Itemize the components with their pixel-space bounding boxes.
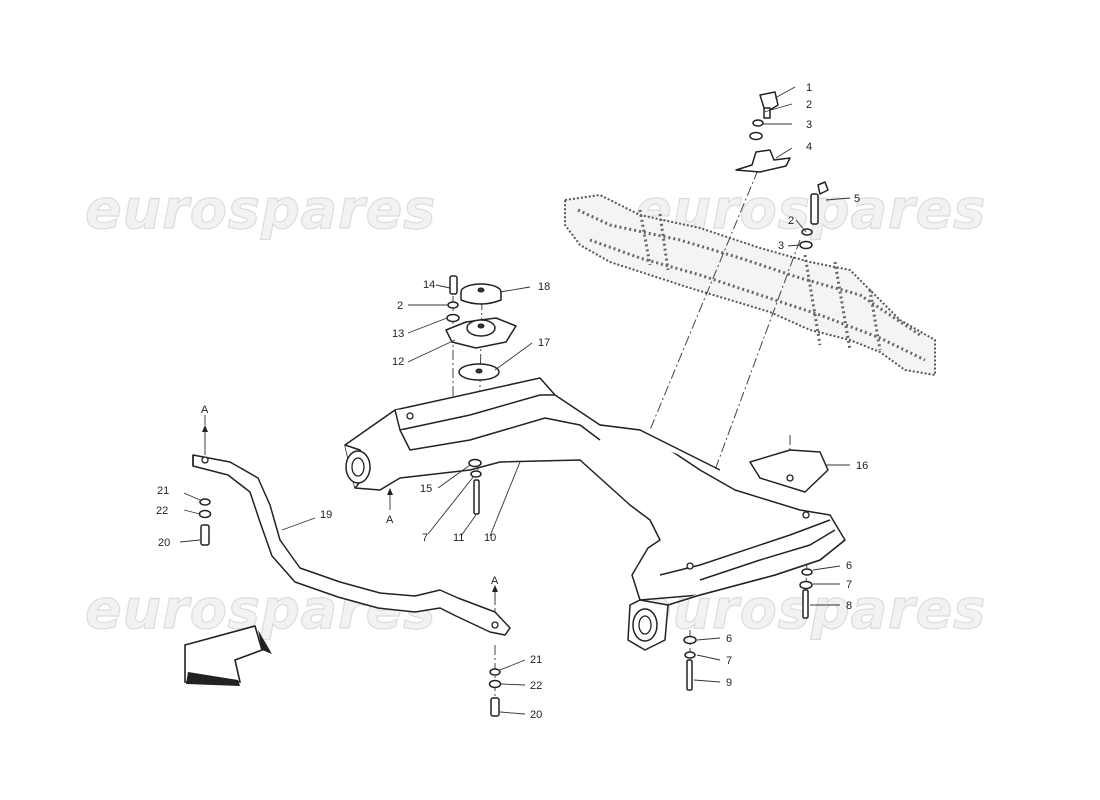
direction-arrow-icon: [184, 625, 272, 686]
callout-19: 19: [320, 509, 332, 521]
section-mark-a-bar-right: A: [491, 575, 499, 587]
watermark-bottom-left: eurospares: [85, 578, 436, 641]
callout-21: 21: [157, 485, 169, 497]
callout-17: 17: [538, 337, 550, 349]
callout-20: 20: [158, 537, 170, 549]
callout-22: 22: [156, 505, 168, 517]
callout-1: 1: [806, 82, 812, 94]
callout-3: 3: [778, 240, 784, 252]
callout-20: 20: [530, 709, 542, 721]
callout-15: 15: [420, 483, 432, 495]
callout-3: 3: [806, 119, 812, 131]
section-mark-a-crossmember: A: [386, 514, 394, 526]
callout-16: 16: [856, 460, 868, 472]
engine-mount-stack: [445, 275, 517, 515]
leader-lines: [179, 86, 851, 715]
section-letters: A A A: [201, 404, 499, 587]
callout-21: 21: [530, 654, 542, 666]
callout-7: 7: [726, 655, 732, 667]
stabilizer-bar: [192, 454, 511, 717]
callout-10: 10: [484, 532, 496, 544]
callout-7: 7: [422, 532, 428, 544]
bracket-16: [749, 449, 829, 493]
callout-18: 18: [538, 281, 550, 293]
fasteners-right: [683, 568, 813, 691]
callout-9: 9: [726, 677, 732, 689]
callout-6: 6: [726, 633, 732, 645]
callout-12: 12: [392, 356, 404, 368]
callout-22: 22: [530, 680, 542, 692]
callout-7: 7: [846, 579, 852, 591]
crossmember: [344, 377, 846, 651]
callout-8: 8: [846, 600, 852, 612]
watermark-top-left: eurospares: [85, 178, 436, 241]
watermarks: eurospares eurospares eurospares eurospa…: [84, 177, 986, 641]
callout-6: 6: [846, 560, 852, 572]
callout-13: 13: [392, 328, 404, 340]
callout-11: 11: [453, 532, 464, 544]
callout-2: 2: [806, 99, 812, 111]
callout-14: 14: [423, 279, 435, 291]
section-mark-a-bar-left: A: [201, 404, 209, 416]
steering-rack-ghost: [564, 193, 936, 377]
callout-4: 4: [806, 141, 812, 153]
callout-2: 2: [397, 300, 403, 312]
callout-2: 2: [788, 215, 794, 227]
callout-5: 5: [854, 193, 860, 205]
section-arrows: [202, 425, 498, 605]
callout-labels: 1 2 3 4 5 2 3 14 2 13 12 18 17 15 7 11 1…: [156, 82, 868, 721]
